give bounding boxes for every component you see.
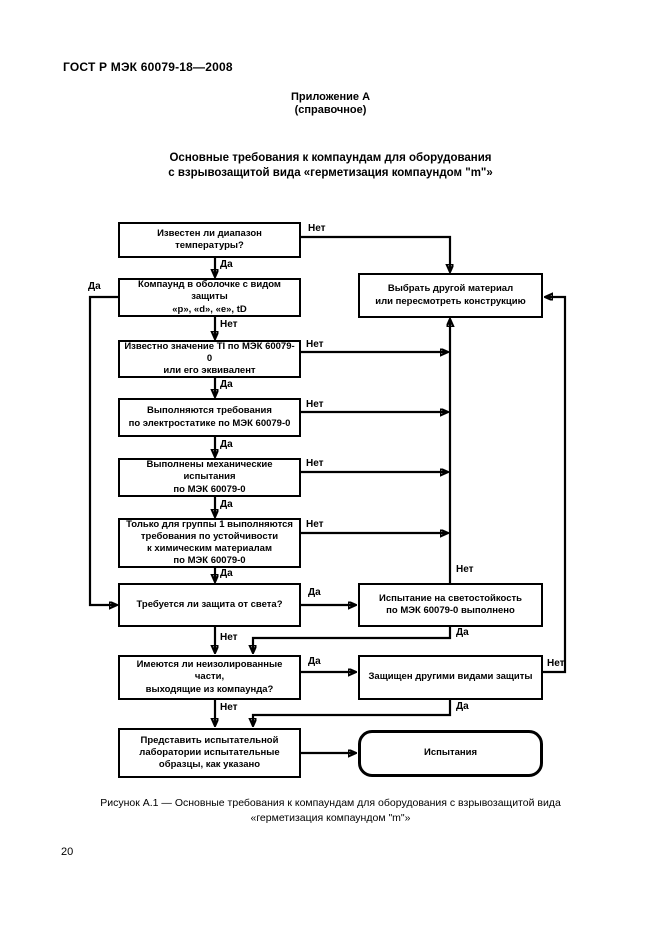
figure-caption-line2: «герметизация компаундом "m"» [250,812,411,824]
document-standard-number: ГОСТ Р МЭК 60079-18—2008 [63,60,233,74]
flow-box-electrostatic-requirements: Выполняются требования по электростатике… [118,398,301,437]
figure-title: Основные требования к компаундам для обо… [0,151,661,181]
edge-label-b1-yes: Да [220,259,233,270]
edge-r3-no-right-rail [543,297,567,674]
edge-r2-yes [253,627,452,652]
flow-box-group1-chemical-resistance: Только для группы 1 выполняются требован… [118,518,301,568]
flow-box-submit-test-samples: Представить испытательной лаборатории ис… [118,728,301,778]
flow-box-uninsulated-parts-question: Имеются ли неизолированные части, выходя… [118,655,301,700]
edge-label-b5-yes: Да [220,499,233,510]
figure-title-line2: с взрывозащитой вида «герметизация компа… [168,167,493,179]
edge-label-b6-yes: Да [220,568,233,579]
edge-label-r2-yes: Да [456,627,469,638]
flow-box-choose-other-material: Выбрать другой материал или пересмотреть… [358,273,543,318]
appendix-title: Приложение А [290,91,371,103]
edge-b1-no [301,235,450,271]
figure-title-line1: Основные требования к компаундам для обо… [169,152,492,164]
edge-b2-yes-left-rail [88,295,118,605]
flow-box-mechanical-tests: Выполнены механические испытания по МЭК … [118,458,301,497]
edge-label-b3-yes: Да [220,379,233,390]
edge-label-b3-no: Нет [306,339,324,350]
figure-caption-line1: Рисунок А.1 — Основные требования к комп… [100,797,561,809]
edge-label-b4-no: Нет [306,399,324,410]
edge-label-b7-yes: Да [308,587,321,598]
flow-box-ti-value-question: Известно значение TI по МЭК 60079-0 или … [118,340,301,378]
edge-label-b8-no: Нет [220,702,238,713]
page-number: 20 [61,846,74,858]
flow-box-other-protection-types: Защищен другими видами защиты [358,655,543,700]
edge-label-r3-no: Нет [547,658,565,669]
edge-label-b4-yes: Да [220,439,233,450]
edge-label-b8-yes: Да [308,656,321,667]
edge-label-rail-no: Нет [456,564,474,575]
flow-box-temperature-range-question: Известен ли диапазон температуры? [118,222,301,258]
appendix-subtitle: (справочное) [294,104,367,116]
edge-label-b2-no: Нет [220,319,238,330]
appendix-heading: Приложение А (справочное) [0,91,661,117]
flow-box-enclosure-protection-types: Компаунд в оболочке с видом защиты «р», … [118,278,301,317]
figure-caption: Рисунок А.1 — Основные требования к комп… [0,796,661,826]
edge-label-b7-no: Нет [220,632,238,643]
edge-label-b6-no: Нет [306,519,324,530]
edge-label-b5-no: Нет [306,458,324,469]
flow-box-light-resistance-test: Испытание на светостойкость по МЭК 60079… [358,583,543,627]
edge-r3-yes [253,700,452,725]
flow-box-tests-terminal: Испытания [358,730,543,777]
flow-box-light-protection-question: Требуется ли защита от света? [118,583,301,627]
edge-label-b1-no: Нет [308,223,326,234]
edge-label-b2-yes: Да [88,281,101,292]
edge-label-r3-yes: Да [456,701,469,712]
